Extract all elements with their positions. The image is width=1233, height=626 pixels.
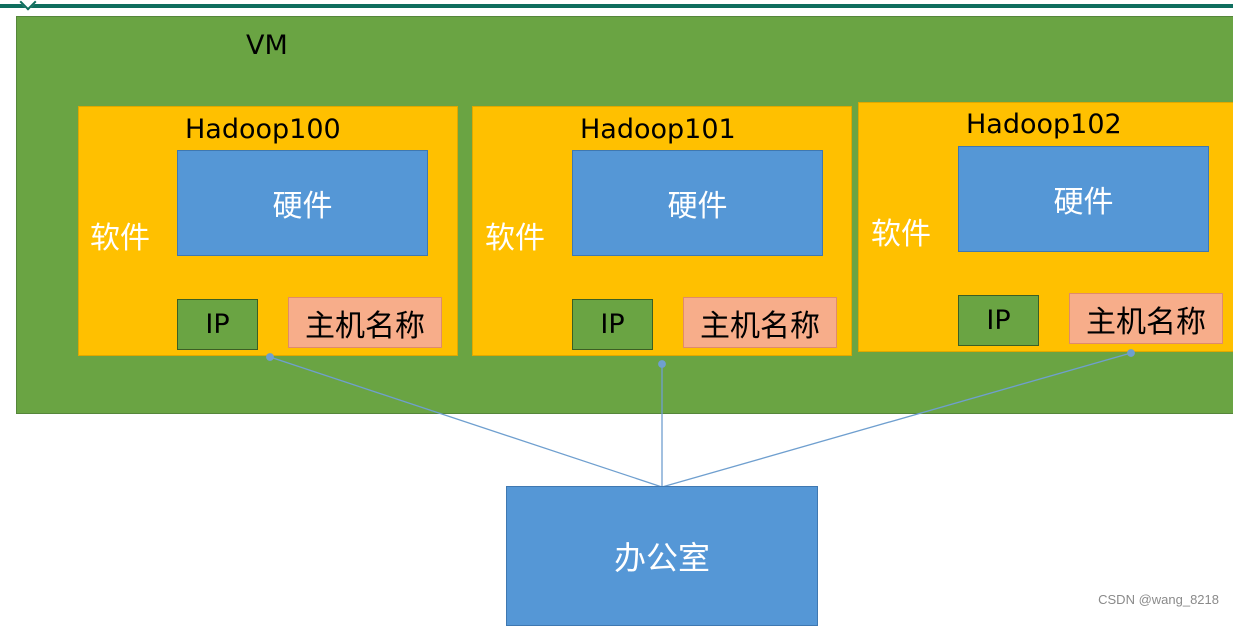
host-title: Hadoop100: [185, 114, 341, 145]
top-border: [0, 0, 1233, 11]
hardware-box: 硬件: [958, 146, 1209, 252]
office-box: 办公室: [506, 486, 818, 626]
hostname-box: 主机名称: [1069, 293, 1223, 344]
ip-box: IP: [572, 299, 653, 350]
host-title: Hadoop101: [580, 114, 736, 145]
hostname-box: 主机名称: [683, 297, 837, 348]
hardware-box: 硬件: [572, 150, 823, 256]
ip-box: IP: [177, 299, 258, 350]
watermark: CSDN @wang_8218: [1098, 592, 1219, 607]
software-label: 软件: [871, 217, 931, 252]
software-label: 软件: [485, 221, 545, 256]
hardware-box: 硬件: [177, 150, 428, 256]
top-rule: [0, 4, 1233, 8]
ip-box: IP: [958, 295, 1039, 346]
hostname-box: 主机名称: [288, 297, 442, 348]
software-label: 软件: [90, 221, 150, 256]
host-title: Hadoop102: [966, 109, 1122, 140]
vm-label: VM: [246, 30, 288, 61]
